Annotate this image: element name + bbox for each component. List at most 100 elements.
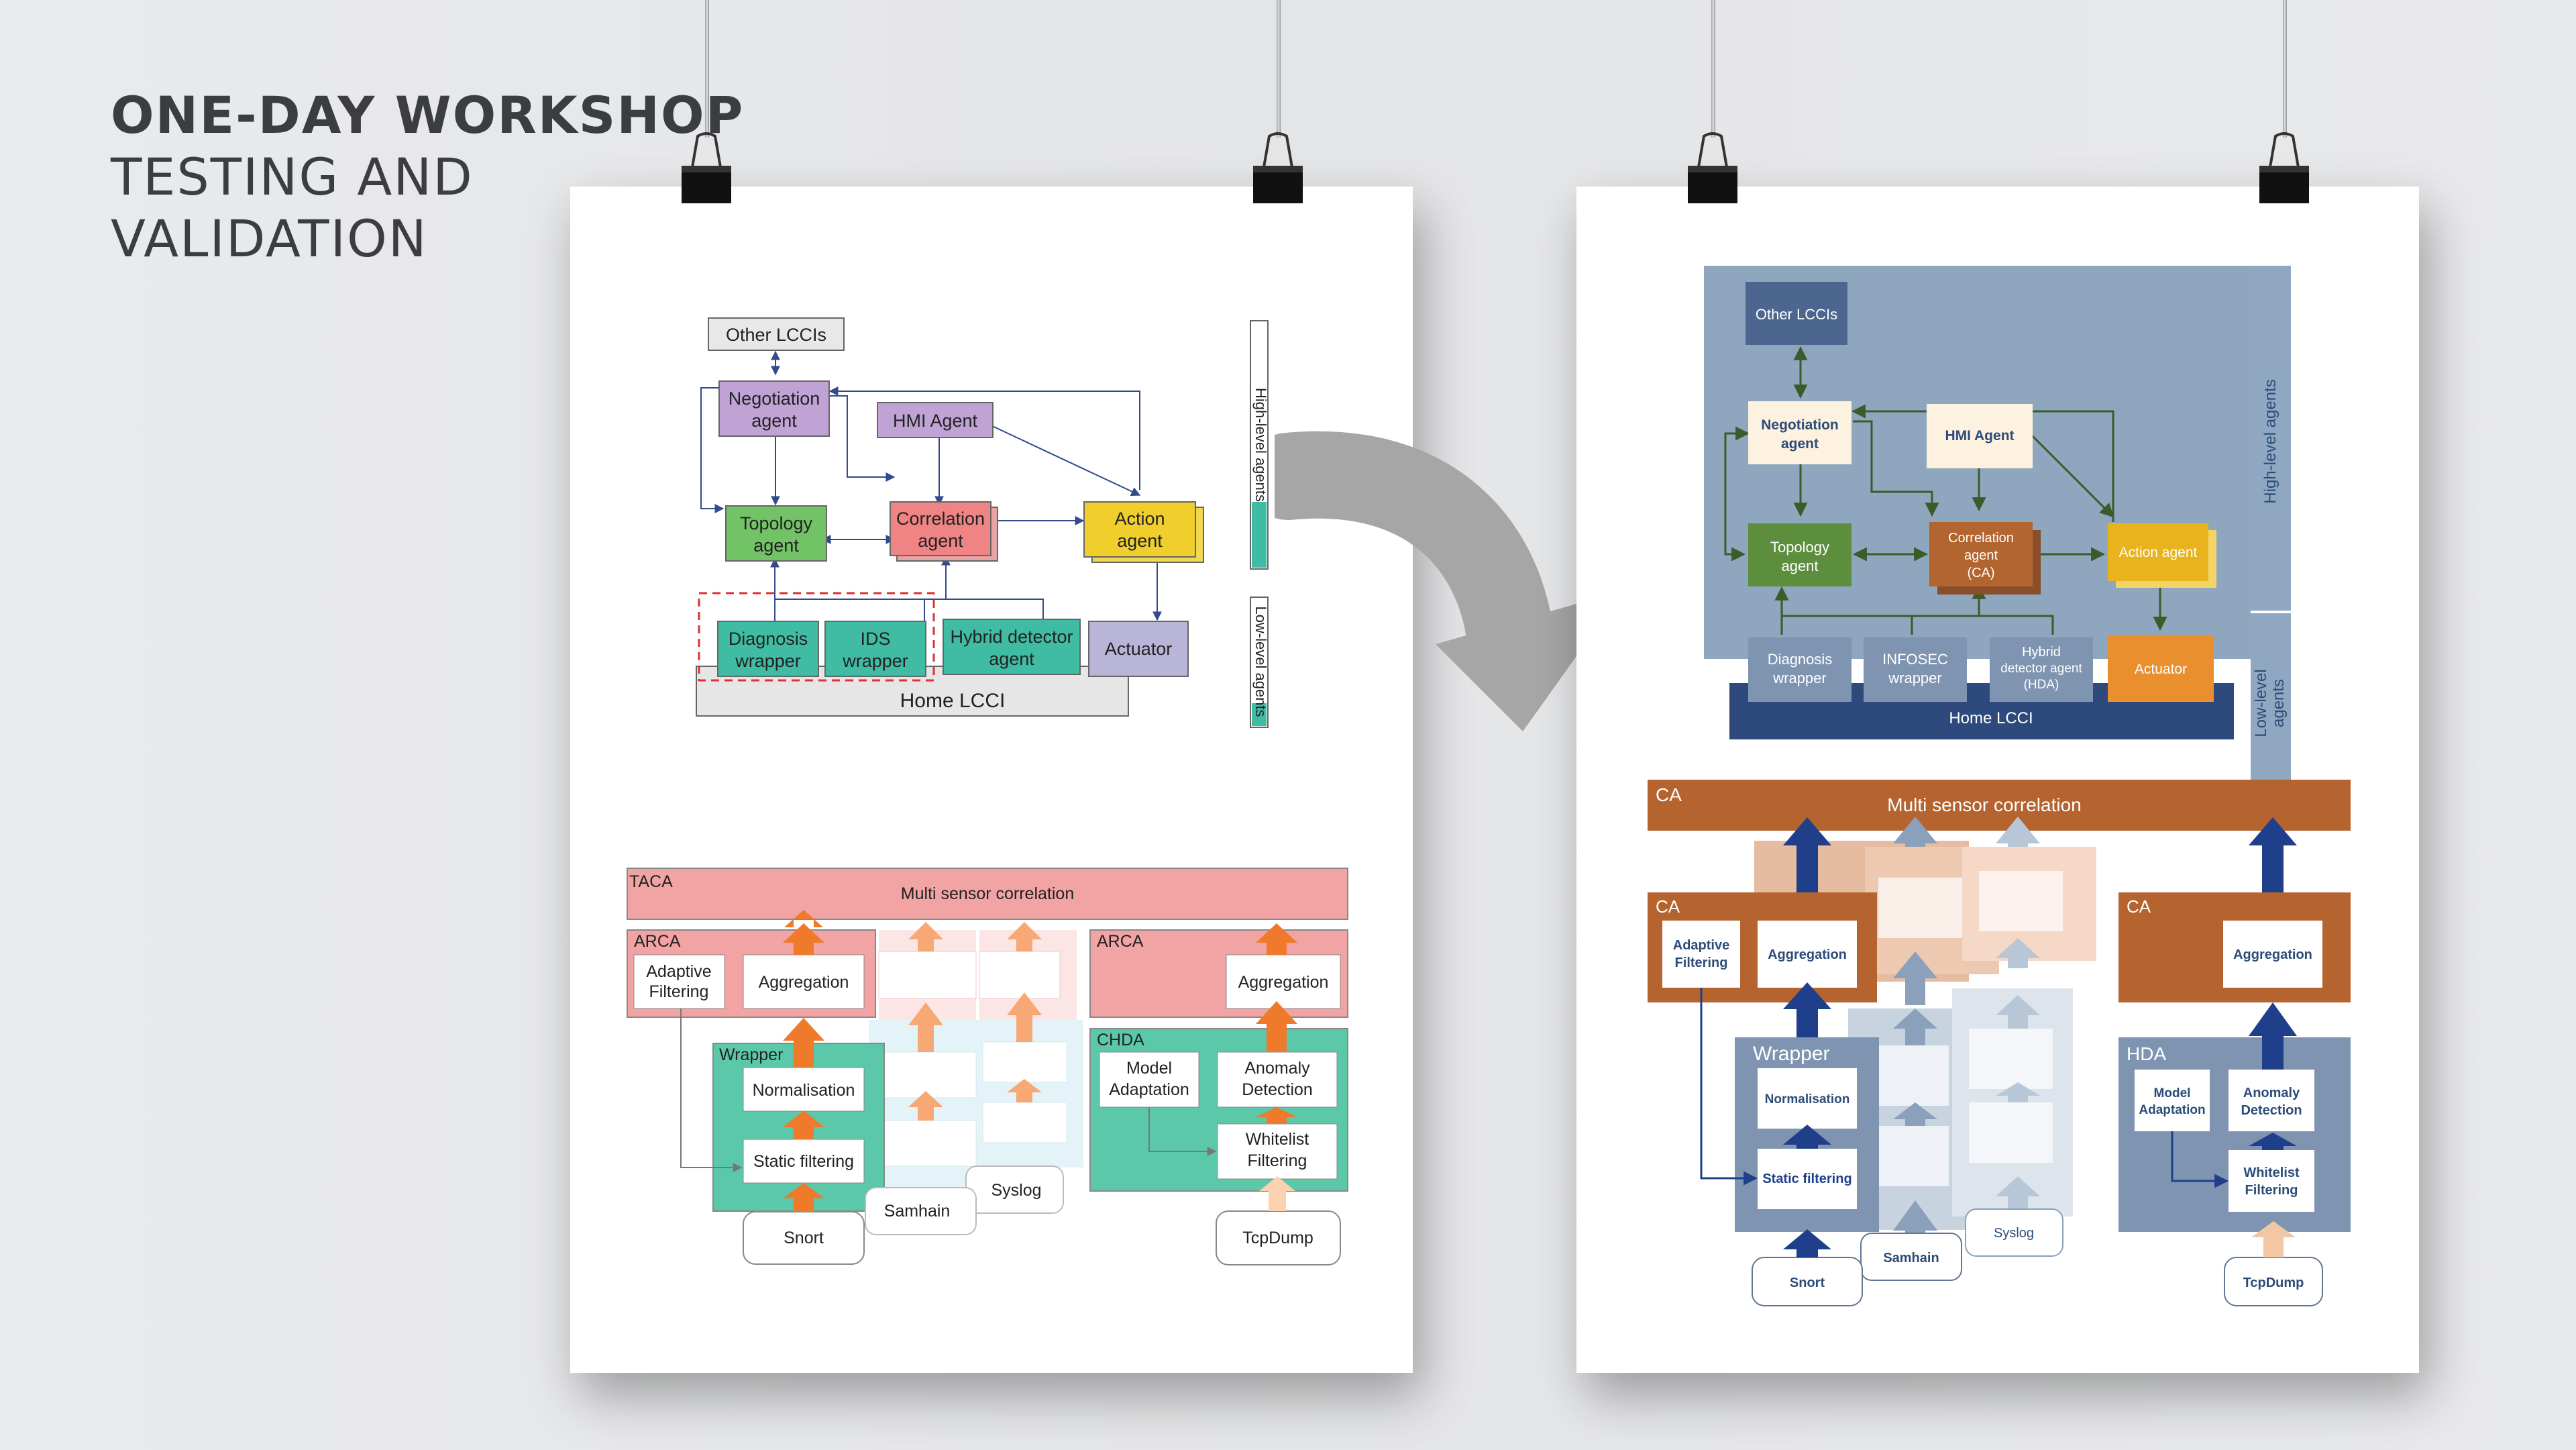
after-samhain-source [1860, 1233, 1962, 1281]
aggregation-left-label: Aggregation [759, 973, 849, 992]
after-diagnosis-label-2: wrapper [1772, 670, 1826, 686]
after-whitelist-node [2229, 1150, 2314, 1212]
after-anomaly-node [2229, 1070, 2314, 1131]
static-filtering-label: Static filtering [753, 1152, 854, 1171]
hmi-agent-node [877, 402, 994, 438]
correlation-agent-node [890, 501, 991, 556]
model-label-1: Model [1126, 1059, 1172, 1078]
whitelist-label-1: Whitelist [1246, 1130, 1309, 1149]
after-multi-sensor-label: Multi sensor correlation [1887, 794, 2081, 815]
workshop-subtitle-line1: TESTING AND [111, 147, 474, 207]
after-ca-left-label: CA [1656, 896, 1680, 917]
after-syslog-label: Syslog [1994, 1226, 2034, 1241]
chda-label: CHDA [1097, 1031, 1144, 1049]
after-hybrid-node [1990, 637, 2093, 702]
after-aggregation-right-label: Aggregation [2233, 947, 2312, 962]
after-multi-sensor-band [1648, 780, 2351, 831]
hanging-wire [2283, 0, 2287, 138]
model-label-2: Adaptation [1109, 1080, 1189, 1099]
topology-label-1: Topology [740, 513, 813, 533]
correlation-label-1: Correlation [896, 509, 985, 529]
topology-label-2: agent [753, 535, 799, 556]
after-model-label-1: Model [2154, 1086, 2191, 1100]
after-static-filtering-label: Static filtering [1762, 1172, 1851, 1186]
negotiation-label-1: Negotiation [729, 389, 820, 409]
after-syslog-source [1965, 1208, 2063, 1257]
after-other-lccis-node [1746, 282, 1847, 345]
after-wrapper-label: Wrapper [1753, 1043, 1830, 1065]
hanging-wire [1711, 0, 1715, 138]
low-level-label: Low-level agents [1252, 606, 1269, 717]
diagnosis-wrapper-node [717, 621, 819, 677]
ids-label-2: wrapper [842, 651, 908, 671]
anomaly-label-2: Detection [1242, 1080, 1313, 1099]
after-diagram: High-level agents Low-level agents Other… [1648, 266, 2351, 1306]
after-action-node [2108, 523, 2208, 581]
negotiation-label-2: agent [751, 411, 797, 431]
after-hmi-label: HMI Agent [1945, 428, 2014, 444]
after-hybrid-label-2: detector agent [2000, 662, 2082, 676]
after-static-filtering-node [1758, 1149, 1857, 1209]
action-label-2: agent [1117, 531, 1163, 551]
binder-clip-icon [1253, 132, 1303, 203]
taca-label: TACA [629, 872, 673, 891]
after-whitelist-label-2: Filtering [2245, 1183, 2298, 1198]
after-correlation-node [1929, 522, 2033, 586]
after-model-label-2: Adaptation [2139, 1103, 2205, 1117]
diagnosis-label-2: wrapper [735, 651, 801, 671]
other-lccis-label: Other LCCIs [726, 325, 826, 345]
home-lcci-label: Home LCCI [900, 690, 1006, 712]
whitelist-label-2: Filtering [1248, 1151, 1307, 1170]
correlation-label-2: agent [918, 531, 963, 551]
after-hybrid-label-3: (HDA) [2024, 678, 2059, 692]
after-level-sidebar [2251, 266, 2291, 796]
after-ca-top-label: CA [1656, 784, 1682, 805]
aggregation-right-label: Aggregation [1238, 973, 1329, 992]
taca-multi-sensor-band [627, 868, 1348, 920]
topology-agent-node [725, 505, 827, 562]
after-actuator-label: Actuator [2135, 662, 2187, 677]
after-anomaly-label-2: Detection [2241, 1103, 2302, 1118]
after-correlation-label-2: agent [1964, 548, 1998, 563]
hybrid-label-1: Hybrid detector [950, 627, 1073, 647]
static-filtering-node [743, 1139, 865, 1184]
after-correlation-label-1: Correlation [1948, 531, 2014, 546]
after-normalisation-node [1758, 1068, 1857, 1129]
hanging-wire [1277, 0, 1281, 138]
snort-label: Snort [784, 1229, 824, 1247]
after-tcpdump-label: TcpDump [2243, 1276, 2304, 1290]
ids-wrapper-node [824, 621, 926, 677]
tcpdump-label: TcpDump [1242, 1229, 1313, 1247]
after-normalisation-label: Normalisation [1765, 1092, 1850, 1106]
after-correlation-label-3: (CA) [1967, 566, 1994, 580]
syslog-label: Syslog [991, 1181, 1041, 1200]
high-level-label: High-level agents [1252, 388, 1269, 502]
after-aggregation-left-node [1758, 921, 1857, 988]
negotiation-agent-node [718, 380, 830, 437]
diagnosis-label-1: Diagnosis [729, 629, 808, 649]
hanging-wire [705, 0, 709, 138]
normalisation-node [743, 1067, 865, 1112]
after-hybrid-label-1: Hybrid [2022, 645, 2061, 660]
before-diagram: Other LCCIs Negotiation agent HMI Agent … [627, 317, 1348, 1265]
actuator-label: Actuator [1105, 639, 1173, 659]
samhain-source [865, 1187, 977, 1235]
adaptive-label-1: Adaptive [646, 962, 711, 981]
after-adaptive-label-1: Adaptive [1673, 938, 1729, 953]
hmi-agent-label: HMI Agent [893, 411, 978, 431]
after-topology-label-2: agent [1781, 558, 1818, 574]
after-infosec-node [1864, 637, 1967, 702]
adaptive-label-2: Filtering [649, 982, 709, 1001]
after-low-level-label-2: agents [2269, 679, 2288, 727]
poster-before: Other LCCIs Negotiation agent HMI Agent … [570, 187, 1413, 1373]
after-infosec-label-1: INFOSEC [1882, 651, 1948, 668]
after-adaptive-node [1662, 921, 1740, 988]
after-whitelist-label-1: Whitelist [2243, 1166, 2300, 1180]
poster-after: High-level agents Low-level agents Other… [1576, 187, 2419, 1373]
adaptive-filtering-node [633, 954, 725, 1009]
action-agent-node [1083, 501, 1196, 558]
after-action-label: Action agent [2119, 545, 2198, 560]
after-samhain-label: Samhain [1883, 1251, 1939, 1265]
normalisation-label: Normalisation [753, 1081, 855, 1100]
after-snort-label: Snort [1790, 1276, 1825, 1290]
